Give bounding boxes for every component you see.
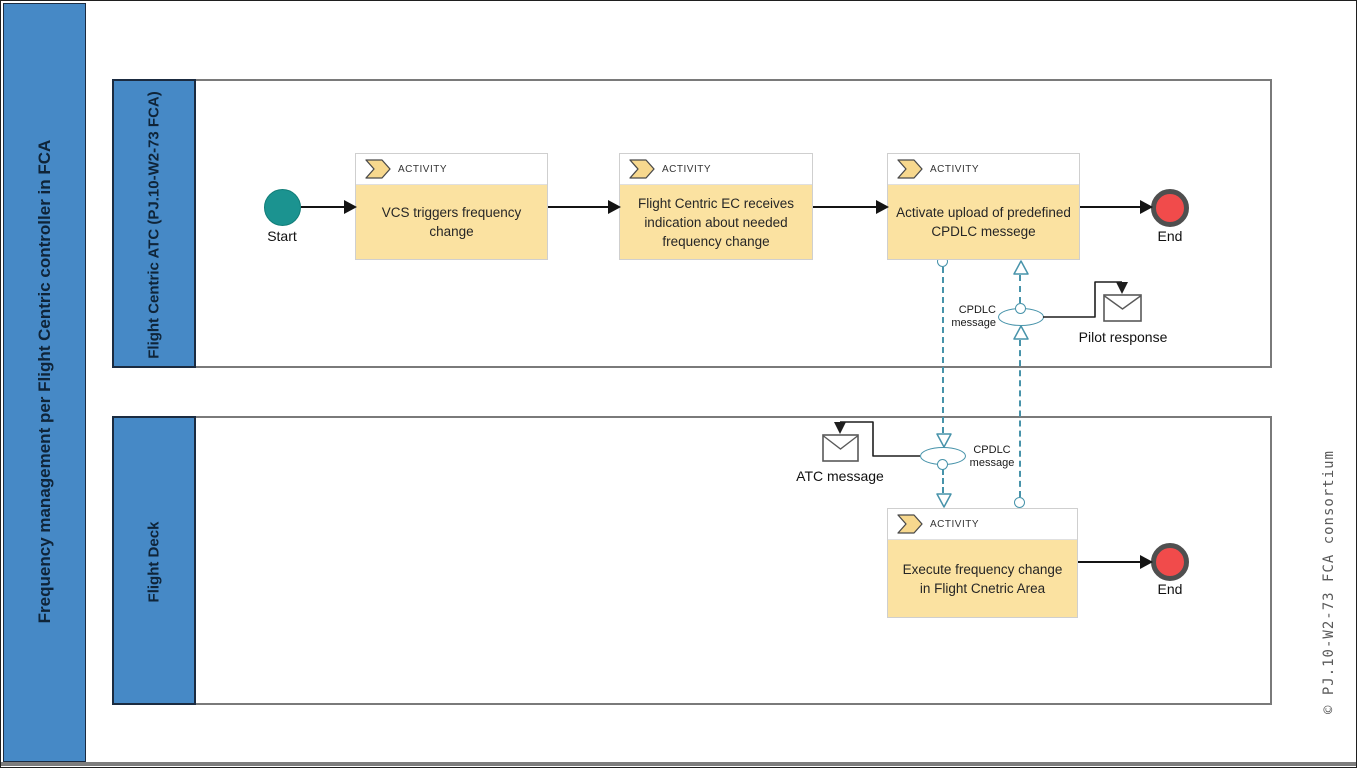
activity-header: ACTIVITY <box>620 154 812 185</box>
connector-circle <box>1015 303 1026 314</box>
activity-ec-receives-indication: ACTIVITY Flight Centric EC receives indi… <box>619 153 813 260</box>
message-flow-line <box>1019 340 1021 497</box>
activity-execute-frequency-change: ACTIVITY Execute frequency change in Fli… <box>887 508 1078 618</box>
activity-activate-upload: ACTIVITY Activate upload of predefined C… <box>887 153 1080 260</box>
end-event-label: End <box>1157 228 1183 244</box>
end-event-label: End <box>1157 581 1183 597</box>
lane-label: Flight Deck <box>145 521 163 603</box>
activity-tag: ACTIVITY <box>930 163 980 175</box>
lane-flight-deck <box>112 416 1272 705</box>
lane-label: Flight Centric ATC (PJ.10-W2-73 FCA) <box>145 91 163 359</box>
pilot-response-label: Pilot response <box>1078 329 1168 345</box>
bottom-border-bar <box>0 762 1357 766</box>
atc-message-label: ATC message <box>796 468 884 484</box>
activity-tag: ACTIVITY <box>930 518 980 530</box>
activity-vcs-triggers: ACTIVITY VCS triggers frequency change <box>355 153 548 260</box>
activity-label: Flight Centric EC receives indication ab… <box>637 195 795 249</box>
start-event <box>264 189 301 226</box>
copyright-text: © PJ.10-W2-73 FCA consortium <box>1321 450 1337 715</box>
pilot-response-envelope-icon <box>1103 294 1142 322</box>
sequence-flow-arrow <box>1080 200 1153 214</box>
atc-message-envelope-icon <box>822 434 859 462</box>
open-arrowhead-down-icon <box>936 433 952 448</box>
start-event-label: Start <box>267 228 297 244</box>
activity-label: VCS triggers frequency change <box>381 205 522 239</box>
open-arrowhead-up-icon <box>1013 260 1029 275</box>
open-arrowhead-down-icon <box>936 493 952 508</box>
activity-header: ACTIVITY <box>888 154 1079 185</box>
activity-tag: ACTIVITY <box>398 163 448 175</box>
connector-circle <box>1014 497 1025 508</box>
cpdlc-message-label-upper: CPDLC message <box>951 304 996 329</box>
message-flow-line <box>942 469 944 493</box>
cpdlc-message-label-lower: CPDLC message <box>969 444 1015 469</box>
sequence-flow-arrow <box>813 200 889 214</box>
sequence-flow-arrow <box>1078 555 1153 569</box>
activity-chevron-icon <box>897 159 923 179</box>
message-link-atc <box>834 421 920 457</box>
open-arrowhead-up-icon <box>1013 325 1029 340</box>
connector-circle <box>937 459 948 470</box>
activity-label: Execute frequency change in Flight Cnetr… <box>902 561 1063 596</box>
diagram-title: Frequency management per Flight Centric … <box>34 139 54 624</box>
activity-label: Activate upload of predefined CPDLC mess… <box>896 205 1071 239</box>
sequence-flow-arrow <box>548 200 621 214</box>
activity-chevron-icon <box>629 159 655 179</box>
message-flow-line <box>942 267 944 433</box>
lane-header-flight-centric-atc: Flight Centric ATC (PJ.10-W2-73 FCA) <box>112 79 196 368</box>
end-event-bottom <box>1151 543 1189 581</box>
diagram-title-bar: Frequency management per Flight Centric … <box>3 3 86 762</box>
message-link-pilot <box>1043 281 1128 318</box>
activity-chevron-icon <box>897 514 923 534</box>
lane-header-flight-deck: Flight Deck <box>112 416 196 705</box>
activity-header: ACTIVITY <box>356 154 547 185</box>
end-event-top <box>1151 189 1189 227</box>
activity-tag: ACTIVITY <box>662 163 712 175</box>
message-flow-line <box>1019 275 1021 303</box>
activity-header: ACTIVITY <box>888 509 1077 540</box>
sequence-flow-arrow <box>301 200 357 214</box>
activity-chevron-icon <box>365 159 391 179</box>
